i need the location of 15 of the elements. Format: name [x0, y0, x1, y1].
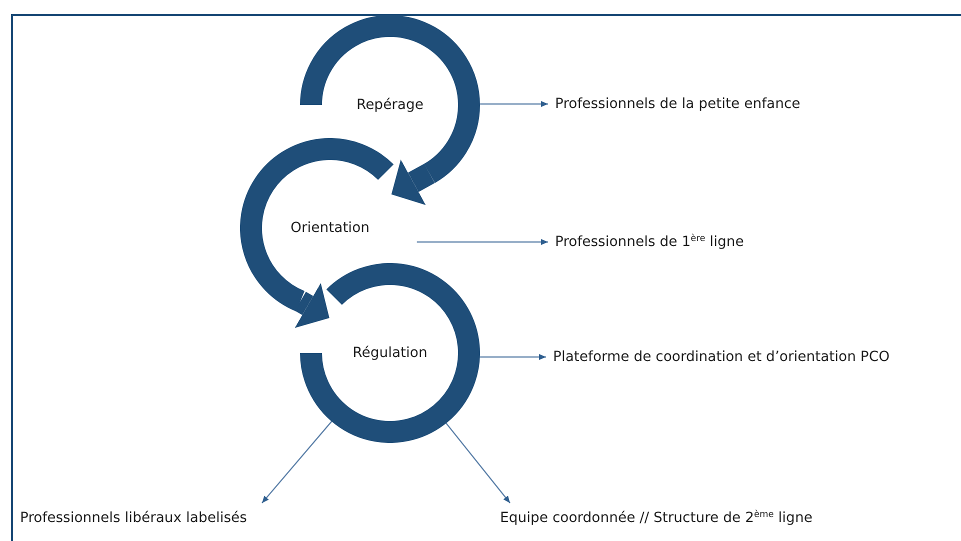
step-label: Repérage [356, 97, 424, 113]
arrow [416, 239, 548, 245]
curved-arrow [391, 160, 435, 206]
arrow [262, 420, 334, 504]
arrow [478, 101, 548, 107]
step-label: Orientation [290, 220, 370, 236]
step-label: Régulation [352, 345, 428, 361]
target-label: Professionnels de 1$^{ère}$ ligne [555, 232, 744, 252]
arrow [478, 354, 546, 360]
target-label: Equipe coordonnée // Structure de 2$^{ème}$ ligne [500, 508, 812, 528]
target-label: Plateforme de coordination et d’orientation PCO [553, 347, 890, 367]
target-label: Professionnels de la petite enfance [555, 94, 800, 114]
arrow [444, 421, 510, 504]
target-label: Professionnels libéraux labelisés [20, 508, 247, 528]
curved-arrow [294, 282, 330, 328]
